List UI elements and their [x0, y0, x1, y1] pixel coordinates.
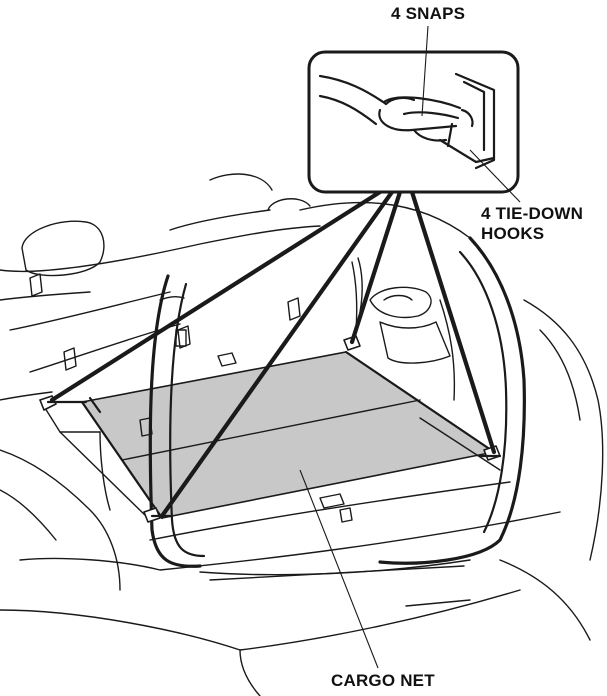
leader-lines	[299, 25, 521, 669]
snaps-label: 4 SNAPS	[391, 4, 466, 23]
cargo-floor	[0, 399, 561, 696]
tie-down-hooks-label: 4 TIE-DOWN HOOKS	[481, 204, 583, 244]
snap-detail-box	[307, 50, 520, 194]
cargo-net-label: CARGO NET	[331, 671, 435, 690]
tie-down-hooks-label-line2: HOOKS	[481, 224, 545, 243]
rear-seat-area	[0, 173, 456, 401]
tie-down-hooks-label-line1: 4 TIE-DOWN	[481, 204, 584, 223]
tie-down-hook-front-left	[39, 395, 88, 411]
callout-lines	[49, 189, 497, 519]
cargo-net	[80, 350, 497, 520]
vehicle-body	[0, 201, 604, 641]
